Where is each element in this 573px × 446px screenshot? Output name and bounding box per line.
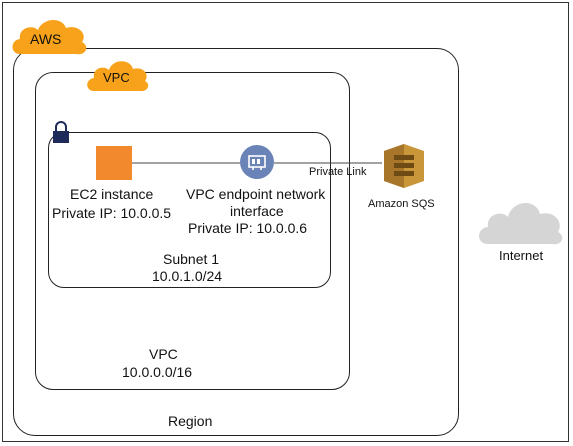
region-boundary <box>13 48 459 436</box>
vpc-boundary <box>35 72 350 390</box>
endpoint-name-line1: VPC endpoint network <box>186 186 326 202</box>
vpc-name: VPC <box>149 346 178 362</box>
private-link-label: Private Link <box>309 166 367 178</box>
region-label: Region <box>168 413 213 429</box>
subnet-cidr: 10.0.1.0/24 <box>152 268 223 284</box>
subnet-boundary <box>48 132 331 288</box>
ec2-private-ip: Private IP: 10.0.0.5 <box>52 205 172 221</box>
amazon-sqs-icon <box>384 144 424 188</box>
vpc-cloud-label: VPC <box>103 70 130 85</box>
vpc-cidr: 10.0.0.0/16 <box>122 364 193 380</box>
endpoint-name-line2: interface <box>230 203 284 219</box>
ec2-name: EC2 instance <box>70 186 154 202</box>
lock-icon <box>53 121 69 143</box>
ec2-instance-icon <box>96 146 132 180</box>
vpc-cloud-icon <box>87 61 149 92</box>
internet-label: Internet <box>499 248 544 263</box>
internet-cloud-icon <box>479 203 563 245</box>
subnet-name: Subnet 1 <box>163 251 220 267</box>
diagram-frame <box>2 2 569 442</box>
network-interface-icon <box>240 145 274 179</box>
amazon-sqs-label: Amazon SQS <box>368 198 435 210</box>
aws-cloud-icon <box>12 19 87 55</box>
endpoint-private-ip: Private IP: 10.0.0.6 <box>188 220 308 236</box>
aws-cloud-label: AWS <box>30 31 62 47</box>
